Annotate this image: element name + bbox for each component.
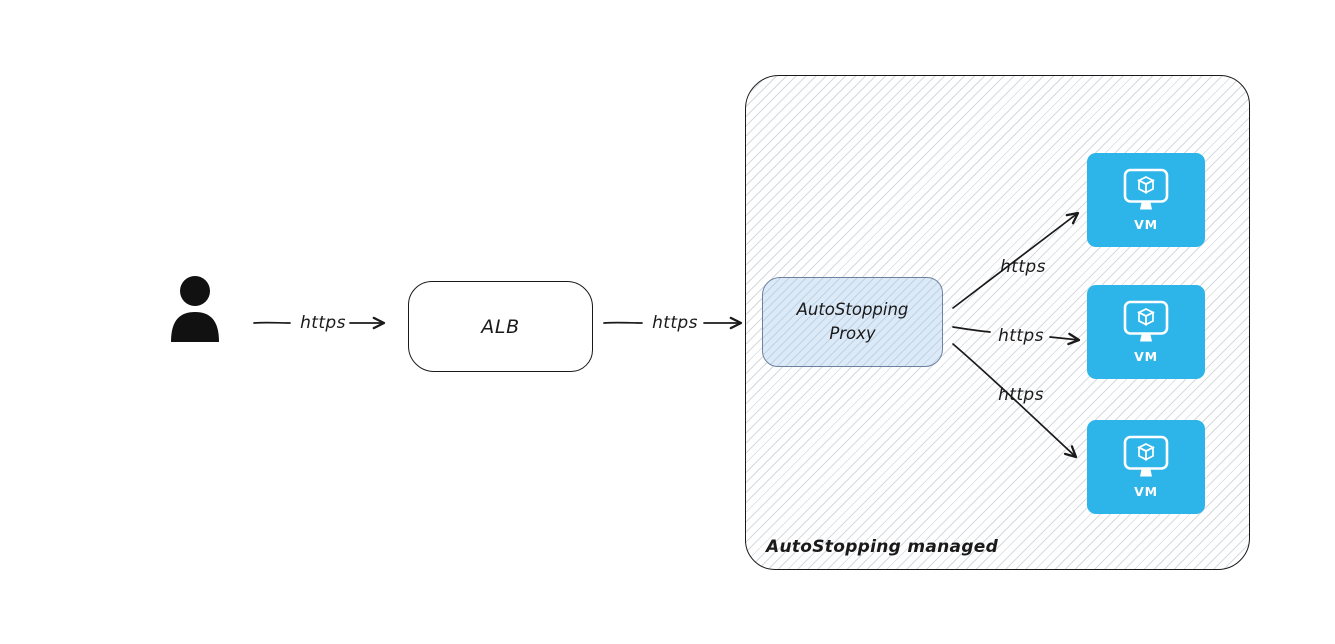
vm-monitor-icon: [1123, 435, 1169, 477]
vm-monitor-icon: [1123, 168, 1169, 210]
vm-node-3: VM: [1087, 420, 1205, 514]
alb-node: ALB: [408, 281, 593, 372]
edge-label-proxy-vm1: https: [1000, 257, 1046, 277]
edge-label-proxy-vm2: https: [998, 326, 1044, 346]
proxy-label-line1: AutoStopping: [796, 300, 909, 320]
edge-label-proxy-vm3: https: [998, 385, 1044, 405]
edge-label-user-alb: https: [300, 313, 346, 333]
vm-label: VM: [1134, 349, 1158, 364]
edge-label-alb-proxy: https: [652, 313, 698, 333]
person-icon: [171, 276, 219, 342]
autostopping-proxy-node: AutoStopping Proxy: [762, 277, 943, 367]
container-label: AutoStopping managed: [766, 537, 999, 557]
vm-label: VM: [1134, 217, 1158, 232]
vm-node-2: VM: [1087, 285, 1205, 379]
vm-node-1: VM: [1087, 153, 1205, 247]
user-node: [168, 276, 222, 342]
vm-label: VM: [1134, 484, 1158, 499]
alb-label: ALB: [481, 315, 520, 338]
vm-monitor-icon: [1123, 300, 1169, 342]
proxy-label-line2: Proxy: [829, 324, 876, 343]
